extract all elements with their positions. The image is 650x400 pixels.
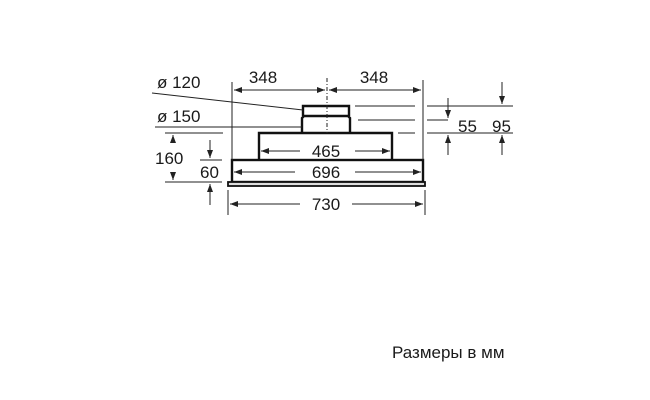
dim-duct-height-outer: 95 xyxy=(492,117,511,136)
dim-total-height: 160 xyxy=(155,149,183,168)
dim-overall-width: 730 xyxy=(312,195,340,214)
dim-duct-height-inner: 55 xyxy=(458,117,477,136)
dim-body-height: 60 xyxy=(200,163,219,182)
dim-half-width-right: 348 xyxy=(360,68,388,87)
dim-duct-diameter-small: ø 120 xyxy=(157,73,200,92)
dim-step-width: 465 xyxy=(312,142,340,161)
units-caption: Размеры в мм xyxy=(392,343,505,362)
dim-duct-diameter-large: ø 150 xyxy=(157,107,200,126)
dimension-arrows xyxy=(170,82,505,207)
hood-outline xyxy=(227,78,426,187)
dim-body-width: 696 xyxy=(312,163,340,182)
extension-lines xyxy=(151,80,513,215)
dim-half-width-left: 348 xyxy=(249,68,277,87)
